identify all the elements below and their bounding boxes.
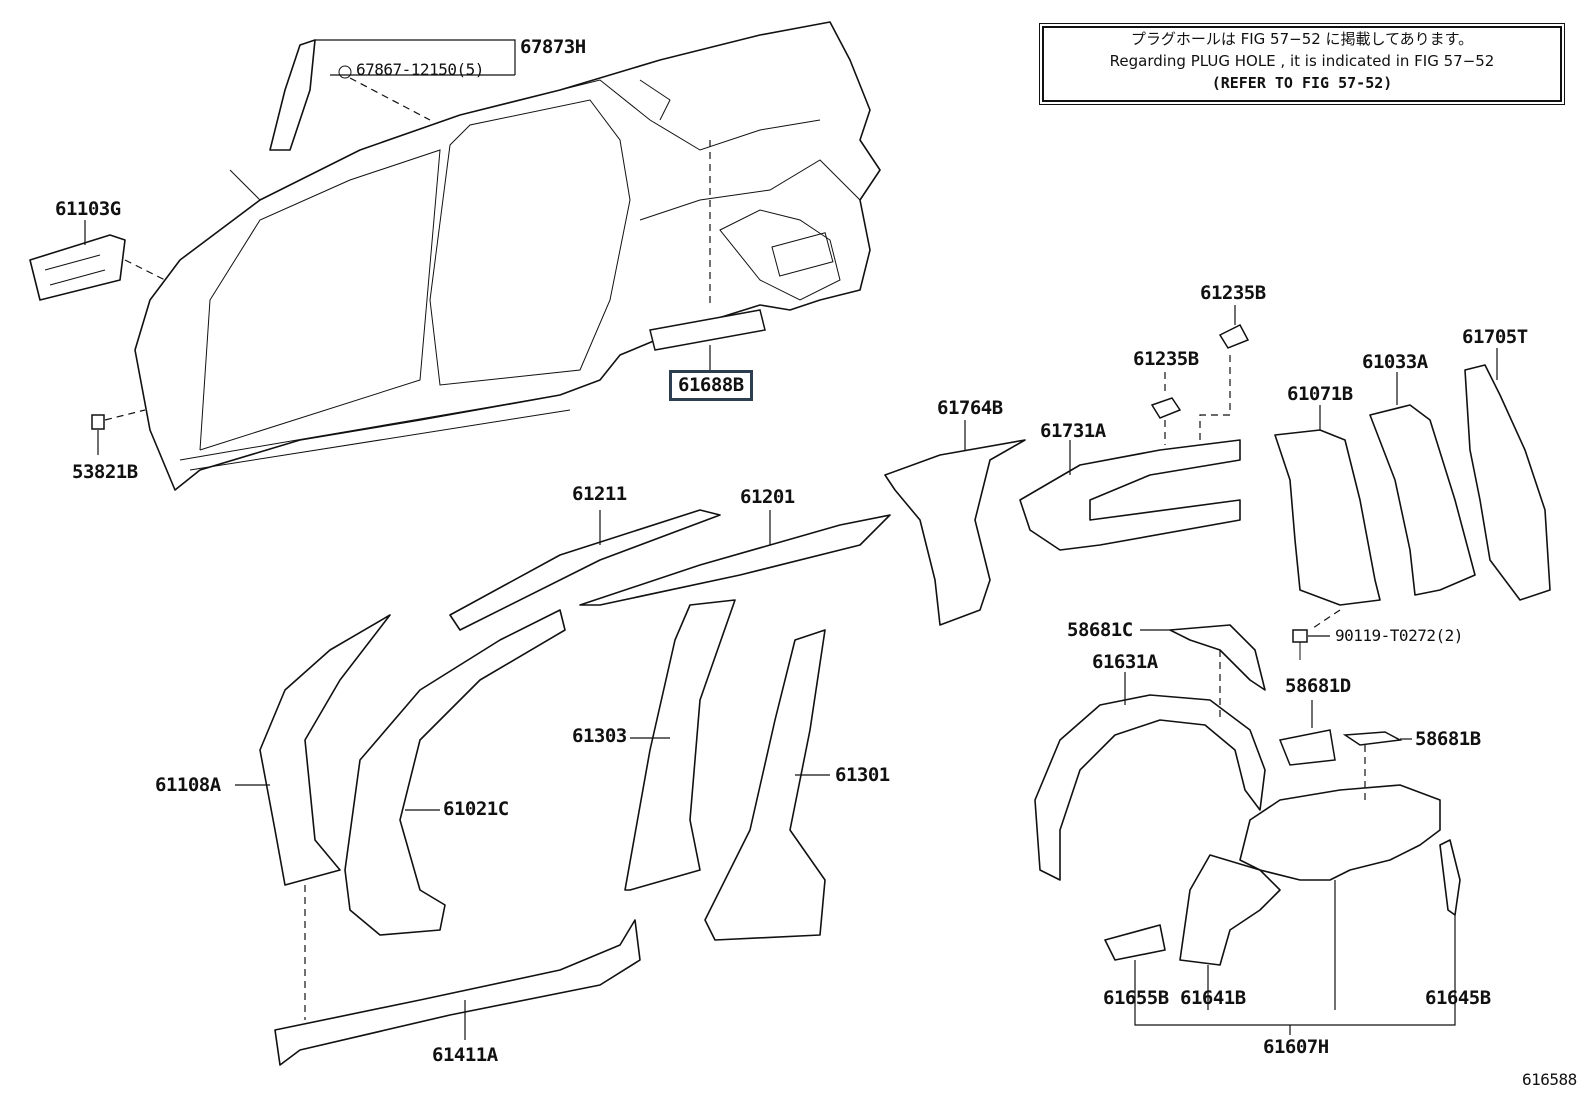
part-61705T[interactable]	[1464, 348, 1551, 601]
part-61731A[interactable]	[1019, 355, 1241, 551]
label-61764B[interactable]: 61764B	[937, 397, 1003, 419]
label-61411A[interactable]: 61411A	[432, 1044, 498, 1066]
label-58681C[interactable]: 58681C	[1067, 619, 1133, 641]
part-61655B[interactable]	[1104, 924, 1166, 1010]
label-61303[interactable]: 61303	[572, 725, 627, 747]
part-61235B-clips[interactable]	[1150, 305, 1250, 445]
label-61033A[interactable]: 61033A	[1362, 351, 1428, 373]
part-61071B[interactable]	[1274, 405, 1381, 631]
plug-hole-note: プラグホールは FIG 57−52 に掲載してあります。 Regarding P…	[1039, 23, 1565, 105]
note-line-ref: (REFER TO FIG 57-52)	[1211, 74, 1393, 92]
label-61688B[interactable]: 61688B	[669, 370, 753, 401]
part-61641B[interactable]	[1179, 854, 1281, 1010]
label-61235B-mid[interactable]: 61235B	[1133, 348, 1199, 370]
label-61235B-top[interactable]: 61235B	[1200, 282, 1266, 304]
part-61201[interactable]	[579, 510, 891, 606]
label-61607H[interactable]: 61607H	[1263, 1036, 1329, 1058]
label-61301[interactable]: 61301	[835, 764, 890, 786]
label-61645B[interactable]: 61645B	[1425, 987, 1491, 1009]
part-61301[interactable]	[704, 629, 830, 941]
label-67867-12150[interactable]: 67867-12150(5)	[356, 60, 484, 79]
figure-id: 616588	[1522, 1070, 1577, 1089]
note-line-jp: プラグホールは FIG 57−52 に掲載してあります。	[1130, 30, 1474, 48]
label-61211[interactable]: 61211	[572, 483, 627, 505]
part-61411A[interactable]	[274, 919, 641, 1066]
part-61645B[interactable]	[1439, 839, 1461, 1010]
label-90119-T0272[interactable]: 90119-T0272(2)	[1335, 626, 1463, 645]
label-53821B[interactable]: 53821B	[72, 461, 138, 483]
part-61033A[interactable]	[1369, 372, 1476, 596]
part-61688B[interactable]	[649, 140, 766, 370]
bolt-90119[interactable]	[1292, 629, 1330, 660]
part-61607H[interactable]	[1134, 784, 1456, 1035]
body-side-outer-panel[interactable]	[134, 21, 881, 491]
part-61021C[interactable]	[344, 609, 566, 936]
part-61103G[interactable]	[29, 220, 166, 301]
clip-67867[interactable]	[338, 65, 431, 121]
label-61731A[interactable]: 61731A	[1040, 420, 1106, 442]
part-53821B[interactable]	[91, 409, 146, 455]
part-58681B[interactable]	[1342, 731, 1412, 800]
label-61103G[interactable]: 61103G	[55, 198, 121, 220]
label-61631A[interactable]: 61631A	[1092, 651, 1158, 673]
label-61201[interactable]: 61201	[740, 486, 795, 508]
part-61303[interactable]	[624, 599, 736, 891]
part-61764B[interactable]	[884, 420, 1026, 626]
part-67873H[interactable]	[269, 39, 516, 151]
label-61021C[interactable]: 61021C	[443, 798, 509, 820]
label-61108A[interactable]: 61108A	[155, 774, 221, 796]
part-58681D[interactable]	[1278, 700, 1336, 766]
label-58681D[interactable]: 58681D	[1285, 675, 1351, 697]
note-line-en: Regarding PLUG HOLE , it is indicated in…	[1109, 52, 1495, 70]
label-61641B[interactable]: 61641B	[1180, 987, 1246, 1009]
label-67873H[interactable]: 67873H	[520, 36, 586, 58]
part-61108A[interactable]	[235, 614, 391, 1020]
label-58681B[interactable]: 58681B	[1415, 728, 1481, 750]
label-61705T[interactable]: 61705T	[1462, 326, 1528, 348]
label-61655B[interactable]: 61655B	[1103, 987, 1169, 1009]
label-61071B[interactable]: 61071B	[1287, 383, 1353, 405]
part-61211[interactable]	[449, 509, 721, 631]
part-61631A[interactable]	[1034, 672, 1266, 881]
part-58681C[interactable]	[1140, 624, 1266, 720]
